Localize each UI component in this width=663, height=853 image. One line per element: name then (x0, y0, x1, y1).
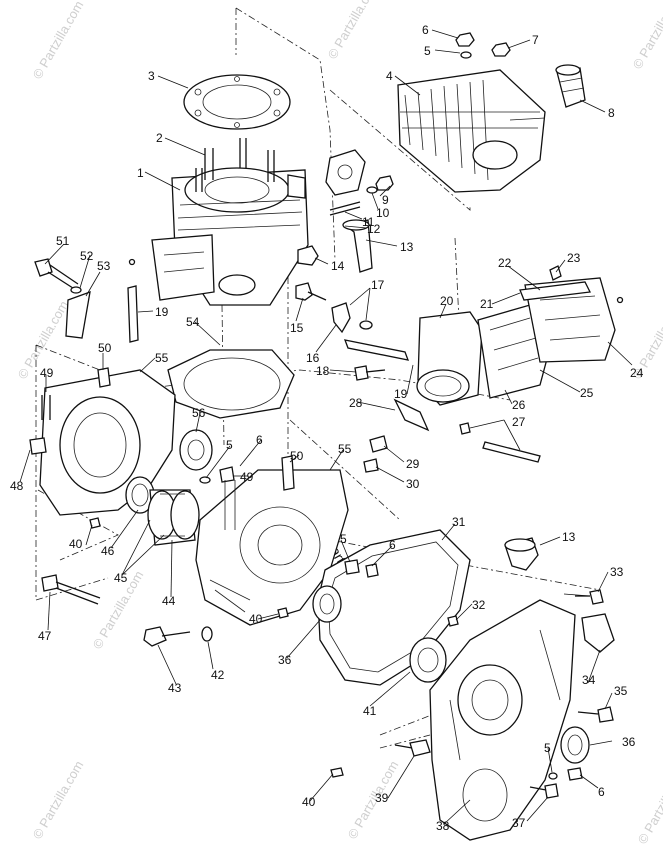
callout-43: 43 (168, 681, 182, 695)
intake-boot (416, 304, 549, 406)
callout-29: 29 (406, 457, 420, 471)
callout-24: 24 (630, 366, 644, 380)
oil-seals (312, 585, 590, 764)
outlet-tube (555, 64, 586, 108)
watermark-text: © Partzilla.com (635, 763, 663, 846)
leader-lines (19, 29, 633, 825)
callout-19: 19 (155, 305, 169, 319)
callout-40: 40 (302, 795, 316, 809)
callout-37: 37 (512, 816, 526, 830)
callout-5: 5 (424, 44, 431, 58)
callout-8: 8 (608, 106, 615, 120)
callout-50b: 50 (290, 449, 304, 463)
callout-55b: 55 (338, 442, 352, 456)
clamps (127, 285, 541, 463)
callout-5c: 5 (340, 532, 347, 546)
reed-valve-assembly (519, 265, 624, 363)
callout-28: 28 (349, 396, 363, 410)
cover-fittings (344, 537, 615, 799)
callout-54: 54 (186, 315, 200, 329)
cylinder (128, 138, 309, 306)
callout-12: 12 (367, 222, 381, 236)
callout-52: 52 (80, 249, 94, 263)
callout-25: 25 (580, 386, 594, 400)
callout-10: 10 (376, 206, 390, 220)
callout-35: 35 (614, 684, 628, 698)
watermark-text: © Partzilla.com (30, 0, 87, 81)
callout-39: 39 (375, 791, 389, 805)
watermark-text: © Partzilla.com (325, 0, 382, 62)
callout-13: 13 (400, 240, 414, 254)
callout-38: 38 (436, 819, 450, 833)
watermark-text: © Partzilla.com (630, 0, 663, 72)
right-crankcase (195, 455, 349, 626)
callout-53: 53 (97, 259, 111, 273)
callout-31: 31 (452, 515, 466, 529)
callout-16: 16 (306, 351, 320, 365)
callout-36: 36 (622, 735, 636, 749)
watermark-text: © Partzilla.com (345, 758, 402, 841)
exhaust-fittings (297, 149, 394, 273)
callout-42: 42 (211, 668, 225, 682)
watermark-text: © Partzilla.com (30, 758, 87, 841)
callout-6b: 6 (256, 433, 263, 447)
callout-4: 4 (386, 69, 393, 83)
head-gasket (183, 74, 291, 130)
callout-23: 23 (567, 251, 581, 265)
callout-18: 18 (316, 364, 330, 378)
callout-30: 30 (406, 477, 420, 491)
callout-49b: 49 (240, 470, 254, 484)
callout-51: 51 (56, 234, 70, 248)
callout-19b: 19 (394, 387, 408, 401)
callout-14: 14 (331, 259, 345, 273)
callout-50: 50 (98, 341, 112, 355)
crank-bearings (125, 476, 200, 546)
callout-36b: 36 (278, 653, 292, 667)
left-bolts (34, 258, 91, 339)
callout-41: 41 (363, 704, 377, 718)
callout-20: 20 (440, 294, 454, 308)
callout-47: 47 (38, 629, 52, 643)
head-fasteners (455, 32, 511, 59)
intake-fasteners (295, 282, 410, 381)
callout-11: 11 (362, 215, 375, 229)
callout-34: 34 (582, 673, 596, 687)
callout-27: 27 (512, 415, 526, 429)
callout-49: 49 (40, 366, 54, 380)
callout-45: 45 (114, 571, 128, 585)
long-bolt (41, 574, 101, 605)
callout-55: 55 (155, 351, 169, 365)
callout-9: 9 (382, 193, 389, 207)
callout-2: 2 (156, 131, 163, 145)
callout-3: 3 (148, 69, 155, 83)
callout-15: 15 (290, 321, 304, 335)
callout-46: 46 (101, 544, 115, 558)
callout-44: 44 (162, 594, 176, 608)
callout-6d: 6 (598, 785, 605, 799)
callout-33: 33 (610, 565, 624, 579)
callout-40c: 40 (69, 537, 83, 551)
callout-6: 6 (422, 23, 429, 37)
callout-labels: 1 2 3 4 5 6 7 8 9 10 11 12 13 14 15 16 1… (10, 23, 644, 833)
callout-40b: 40 (249, 612, 263, 626)
callout-32: 32 (472, 598, 486, 612)
callout-26: 26 (512, 398, 526, 412)
left-crankcase (29, 367, 235, 516)
callout-13b: 13 (562, 530, 576, 544)
misc-small-parts (89, 435, 388, 778)
callout-21: 21 (480, 297, 494, 311)
callout-6c: 6 (389, 538, 396, 552)
callout-56: 56 (192, 406, 206, 420)
callout-48: 48 (10, 479, 24, 493)
callout-7: 7 (532, 33, 539, 47)
callout-22: 22 (498, 256, 512, 270)
callout-5d: 5 (544, 741, 551, 755)
callout-5b: 5 (226, 438, 233, 452)
cylinder-head (397, 69, 546, 193)
case-cover (429, 599, 576, 841)
callout-1: 1 (137, 166, 144, 180)
base-gasket (167, 349, 295, 419)
callout-17: 17 (371, 278, 385, 292)
